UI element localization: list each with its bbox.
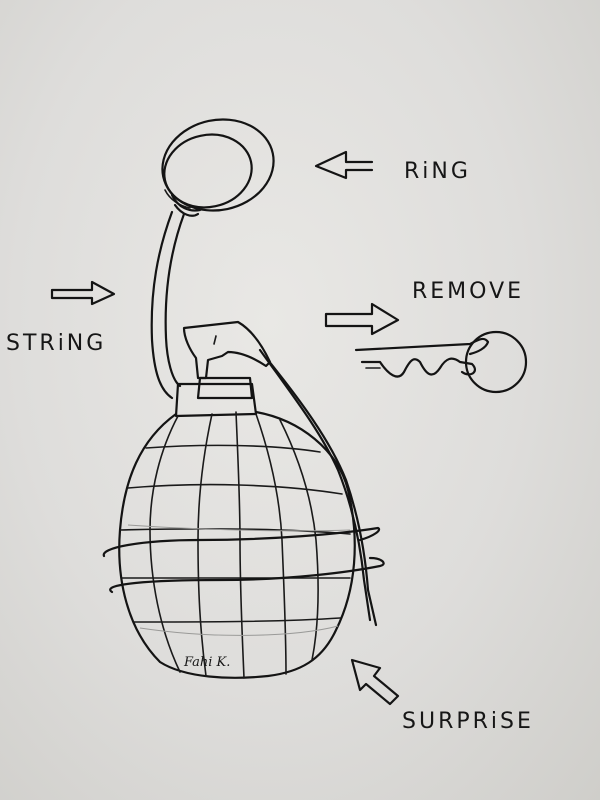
string-label: STRiNG — [6, 331, 106, 356]
ring-label: RiNG — [404, 159, 471, 184]
grenade-body — [118, 410, 356, 679]
spiral-line-upper — [102, 526, 381, 558]
ring-drawing — [161, 118, 275, 217]
fuse-neck — [174, 376, 258, 418]
remove-arrow — [324, 302, 400, 336]
string-line-inner — [164, 212, 186, 388]
string-arrow — [50, 280, 116, 306]
remove-label: REMOVE — [412, 279, 524, 304]
surprise-arrow — [350, 658, 400, 706]
surprise-label: SURPRiSE — [402, 709, 534, 734]
string-line — [150, 210, 174, 400]
ring-arrow — [314, 150, 374, 180]
removed-pin-drawing — [354, 330, 528, 394]
signature: Fahi K. — [183, 655, 230, 670]
spiral-line-lower — [109, 556, 385, 594]
